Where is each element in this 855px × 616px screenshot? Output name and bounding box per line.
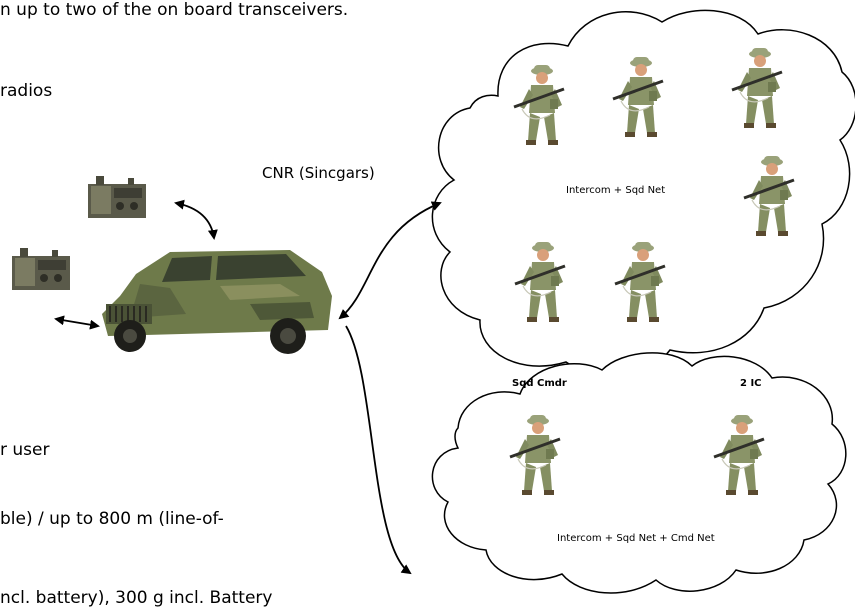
sqd-cmdr-label: Sqd Cmdr (512, 378, 567, 389)
body-text-top: n up to two of the on board transceivers… (0, 0, 349, 20)
body-text-range: ble) / up to 800 m (line-of- (0, 509, 224, 529)
radio-icon-1 (88, 176, 146, 218)
arrow-bottom-cloud (345, 325, 412, 575)
ic2-label: 2 IC (740, 378, 762, 389)
arrow-radio2 (54, 315, 100, 330)
arrow-top-cloud (338, 201, 442, 320)
cloud-bottom (431, 352, 847, 594)
body-text-user: r user (0, 440, 50, 460)
body-text-battery: ncl. battery), 300 g incl. Battery (0, 588, 273, 608)
cnr-label: CNR (Sincgars) (262, 164, 375, 182)
vehicle-icon (102, 250, 332, 354)
cloud-bottom-label: Intercom + Sqd Net + Cmd Net (557, 533, 715, 544)
cloud-top-label: Intercom + Sqd Net (566, 185, 666, 196)
radio-icon-2 (12, 248, 70, 290)
arrow-cnr (174, 199, 218, 240)
body-text-radios: radios (0, 81, 53, 101)
